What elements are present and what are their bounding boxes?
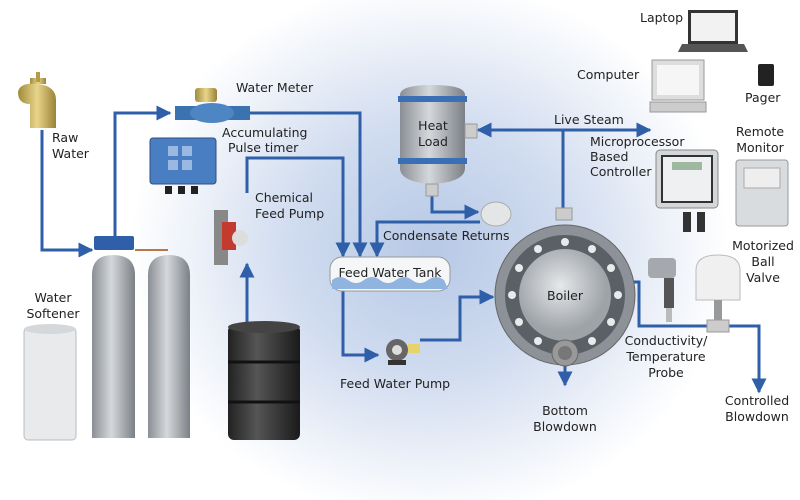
laptop-icon [678,10,748,52]
label-boiler: Boiler [547,288,583,303]
softener-to-meter-pipe [113,105,172,243]
label-line: Remote [735,124,785,139]
label-line: Blowdown [725,409,789,424]
probe-icon [648,258,676,322]
condensate-pipe [369,220,480,258]
label-line: Monitor [736,140,784,155]
meter-to-tank-pipe [250,111,368,258]
remote-monitor-icon [735,159,789,227]
label-line: Pulse timer [228,140,299,155]
label-line: Bottom [542,403,588,418]
controller-icon [655,149,719,232]
label-computer: Computer [577,67,640,82]
chemical-drum-icon [228,321,300,440]
label-line: Water [52,146,89,161]
label-line: Accumulating [222,125,308,140]
steam-trap-icon [480,201,512,227]
faucet-icon [18,72,56,128]
label-line: Heat [418,118,448,133]
label-line: Chemical [255,190,313,205]
label-pager: Pager [745,90,781,105]
label-line: Blowdown [533,419,597,434]
label-line: Probe [648,365,684,380]
label-line: Controlled [724,393,790,408]
label-live-steam: Live Steam [554,112,624,127]
pulse-signal-pipe [245,156,351,258]
label-feed-water-pump: Feed Water Pump [340,376,451,391]
label-line: Water [34,290,72,305]
label-line: Ball [751,254,775,269]
label-line: Softener [26,306,80,321]
label-water-meter: Water Meter [236,80,314,95]
computer-icon [649,59,707,113]
label-condensate-returns: Condensate Returns [383,228,510,243]
label-line: Motorized [732,238,794,253]
water-meter-icon [175,88,250,123]
label-line: Valve [746,270,780,285]
heat-load-icon [398,85,478,197]
raw-water-pipe [40,130,94,258]
feed-water-pump-icon [386,339,420,365]
label-feed-water-tank: Feed Water Tank [338,265,442,280]
label-laptop: Laptop [640,10,684,25]
pager-icon [758,64,774,86]
boiler-icon [494,207,636,367]
label-line: Microprocessor [590,134,685,149]
controlled-blowdown-pipe [632,280,767,394]
heat-load-drain-pipe [430,195,480,220]
label-line: Controller [590,164,652,179]
label-line: Based [590,149,629,164]
feed-water-tank-icon [329,256,451,292]
label-line: Feed Pump [255,206,325,221]
pipes [40,105,767,394]
tank-to-pump-pipe [341,290,380,363]
pulse-timer-icon [149,137,217,194]
label-line: Load [418,134,448,149]
label-line: Temperature [626,349,706,364]
label-line: Raw [52,130,79,145]
water-softener-icon [23,236,190,441]
pump-to-boiler-pipe [420,289,495,342]
motorized-ball-valve-icon [695,254,741,333]
chemical-feed-pump-icon [214,210,248,265]
label-line: Conductivity/ [624,333,708,348]
